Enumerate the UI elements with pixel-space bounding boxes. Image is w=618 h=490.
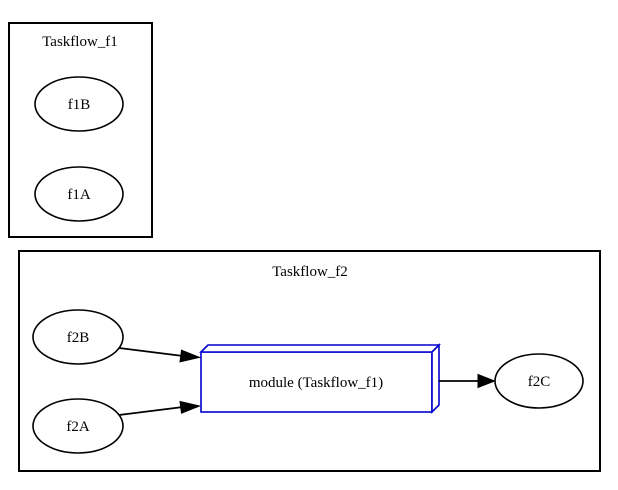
arrowhead-f2b-module	[179, 349, 202, 363]
cluster-border-f1	[8, 22, 153, 238]
node-label-f1a: f1A	[67, 187, 90, 203]
node-f1b[interactable]: f1B	[34, 76, 124, 132]
module-box-top-face	[199, 344, 441, 353]
edge-f2b-to-module[interactable]	[118, 347, 202, 363]
module-box-right-face	[431, 343, 440, 414]
node-shape-f2b	[32, 309, 124, 365]
node-f2a[interactable]: f2A	[32, 398, 124, 454]
node-label-f2c: f2C	[528, 374, 551, 390]
node-shape-f2c	[494, 353, 584, 409]
edge-module-to-f2c[interactable]	[439, 373, 496, 389]
node-f2b[interactable]: f2B	[32, 309, 124, 365]
cluster-label-f2: Taskflow_f2	[272, 264, 348, 280]
edge-line-f2a-module	[118, 406, 184, 416]
arrowhead-module-f2c	[477, 373, 496, 389]
cluster-border-f2	[18, 250, 601, 472]
node-module-taskflow-f1[interactable]: module (Taskflow_f1)	[199, 343, 441, 414]
node-f1a[interactable]: f1A	[34, 166, 124, 222]
cluster-taskflow-f1[interactable]: Taskflow_f1	[8, 22, 153, 238]
edge-f2a-to-module[interactable]	[118, 400, 202, 416]
arrowhead-f2a-module	[179, 400, 202, 414]
node-label-f2b: f2B	[67, 330, 90, 346]
node-f2c[interactable]: f2C	[494, 353, 584, 409]
node-label-f2a: f2A	[66, 419, 89, 435]
module-box-label: module (Taskflow_f1)	[249, 375, 383, 391]
cluster-label-f1: Taskflow_f1	[42, 34, 118, 50]
cluster-taskflow-f2[interactable]: Taskflow_f2	[18, 250, 601, 472]
edge-line-f2b-module	[118, 347, 184, 357]
module-box-front-face	[200, 351, 433, 413]
node-shape-f1b	[34, 76, 124, 132]
node-shape-f1a	[34, 166, 124, 222]
node-label-f1b: f1B	[68, 97, 91, 113]
node-shape-f2a	[32, 398, 124, 454]
